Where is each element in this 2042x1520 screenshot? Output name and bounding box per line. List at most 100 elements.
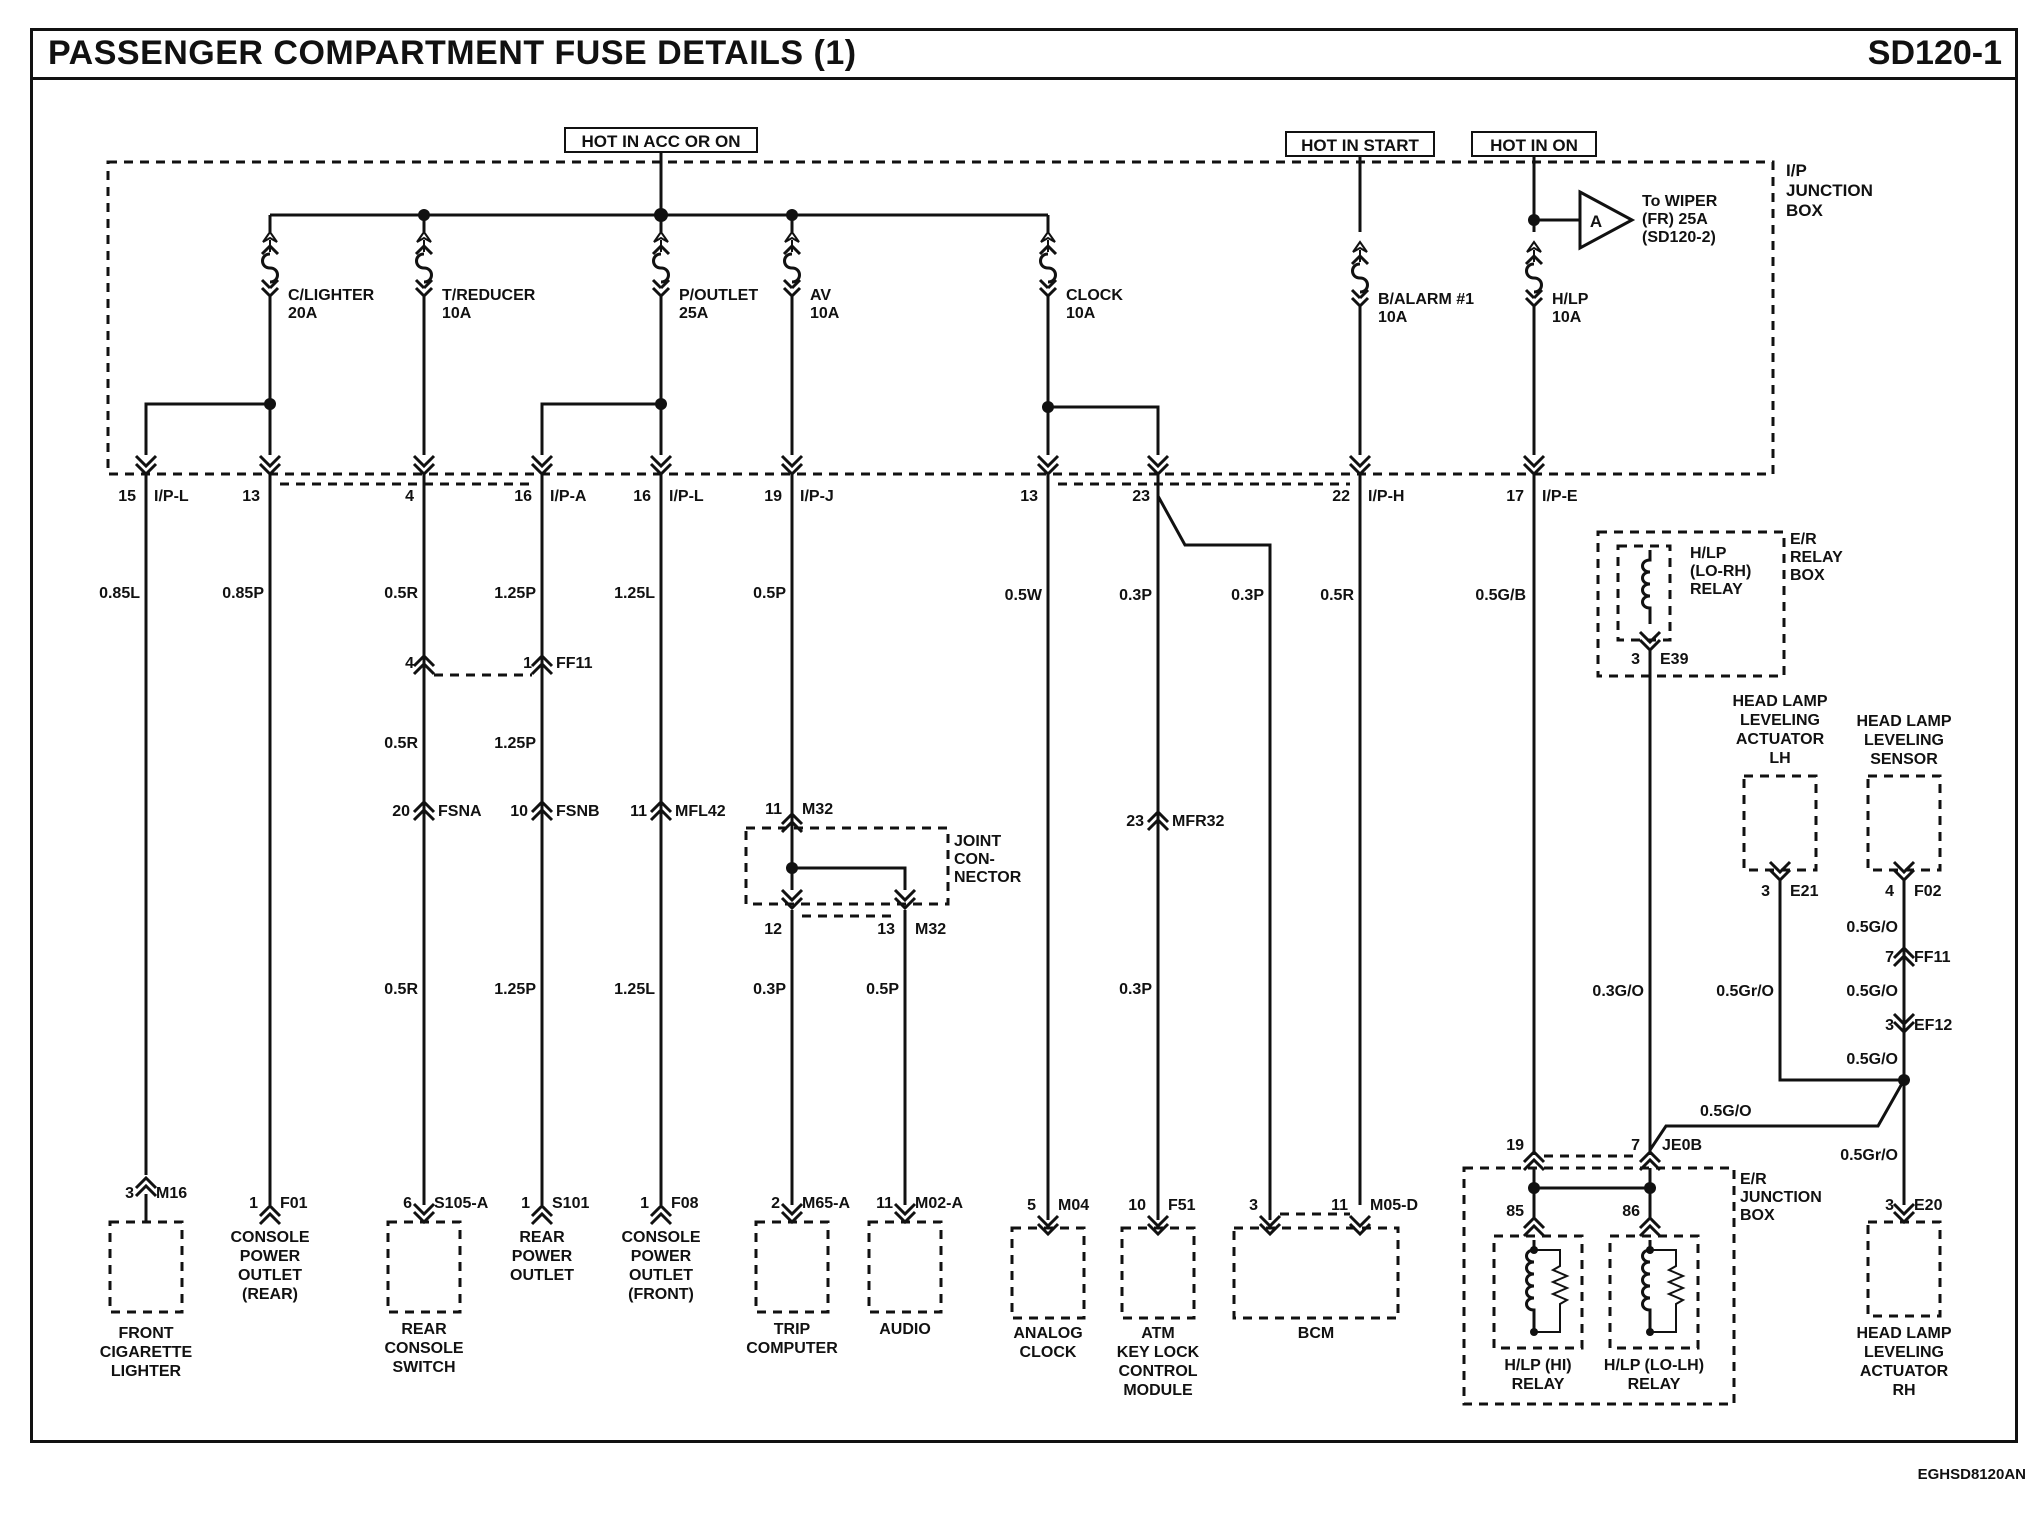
jb-pin-8: 23 [1132, 488, 1150, 505]
fuse-treducer-name: T/REDUCER [442, 287, 536, 304]
ff11-pin-right: 1 [523, 655, 532, 672]
f08-name-3: OUTLET [629, 1267, 693, 1284]
wire-label-je0b: 0.5G/O [1700, 1103, 1752, 1120]
fuse-av [782, 230, 802, 298]
f01-name-1: CONSOLE [230, 1229, 309, 1246]
ff11-conn: FF11 [556, 655, 593, 672]
ip-jb-label-2: JUNCTION [1786, 181, 1873, 200]
m65-name-1: TRIP [774, 1321, 811, 1338]
wiper-ref-letter: A [1590, 212, 1602, 231]
page-code: SD120-1 [1867, 34, 2002, 72]
wire-label-w5a: 1.25L [614, 585, 655, 602]
e20-name-3: ACTUATOR [1860, 1363, 1949, 1380]
m05-pin-a: 3 [1249, 1197, 1258, 1214]
f51-conn: F51 [1168, 1197, 1196, 1214]
footer-code: EGHSD8120AN [1917, 1466, 2026, 1483]
fuse-poutlet [651, 230, 671, 298]
m04-pin: 5 [1027, 1197, 1036, 1214]
wire-label-w8c: 0.3P [1119, 981, 1152, 998]
fuse-clighter-rating: 20A [288, 305, 318, 322]
diagram-frame [30, 28, 2018, 1443]
je0b-pin-7: 7 [1631, 1137, 1640, 1154]
ff11-pin-left: 4 [405, 655, 414, 672]
m02-conn: M02-A [915, 1195, 963, 1212]
m02-pin: 11 [876, 1195, 893, 1212]
m32-pin-13: 13 [877, 921, 895, 938]
s105-conn: S105-A [434, 1195, 489, 1212]
wire-label-w4b: 1.25P [494, 735, 536, 752]
er-junction-box [1462, 1166, 1736, 1406]
e21-pin: 3 [1761, 883, 1770, 900]
mfr32-conn: MFR32 [1172, 813, 1225, 830]
page-title: PASSENGER COMPARTMENT FUSE DETAILS (1) [48, 34, 857, 72]
s105-pin: 6 [403, 1195, 412, 1212]
joint-label-3: NECTOR [954, 869, 1022, 886]
f08-name-4: (FRONT) [628, 1286, 694, 1303]
jb-conn-10: I/P-E [1542, 488, 1578, 505]
wire-label-w7: 0.5W [1005, 587, 1043, 604]
wire-label-w9: 0.5R [1320, 587, 1354, 604]
e39-conn: E39 [1660, 651, 1689, 668]
e21-name-4: LH [1769, 750, 1790, 767]
jb-pin-2: 13 [242, 488, 260, 505]
wire-label-w10: 0.5G/B [1475, 587, 1526, 604]
f08-conn: F08 [671, 1195, 699, 1212]
load-audio-box [867, 1220, 943, 1314]
jb-pin-7: 13 [1020, 488, 1038, 505]
m32-conn-b: M32 [915, 921, 946, 938]
e39-pin: 3 [1631, 651, 1640, 668]
e20-name-1: HEAD LAMP [1856, 1325, 1951, 1342]
wire-label-e20: 0.5Gr/O [1840, 1147, 1898, 1164]
e20-name-2: LEVELING [1864, 1344, 1944, 1361]
f51-name-2: KEY LOCK [1117, 1344, 1200, 1361]
m04-name-1: ANALOG [1013, 1325, 1082, 1342]
load-atm-box [1120, 1226, 1196, 1320]
fsnb-conn: FSNB [556, 803, 600, 820]
e21-name-2: LEVELING [1740, 712, 1820, 729]
m16-pin: 3 [125, 1185, 134, 1202]
fuse-poutlet-rating: 25A [679, 305, 709, 322]
relay-lo-name-2: RELAY [1628, 1376, 1681, 1393]
fuse-av-name: AV [810, 287, 831, 304]
f01-name-2: POWER [240, 1248, 301, 1265]
jb-pin-6: 19 [764, 488, 782, 505]
wiper-ref-3: (SD120-2) [1642, 229, 1716, 246]
f51-name-4: MODULE [1123, 1382, 1193, 1399]
wire-label-w3b: 0.5R [384, 735, 418, 752]
er-jb-label-3: BOX [1740, 1207, 1775, 1224]
load-hl-sensor-box [1866, 774, 1942, 872]
jb-conn-4: I/P-A [550, 488, 587, 505]
jb-pin-5: 16 [633, 488, 651, 505]
f01-conn: F01 [280, 1195, 308, 1212]
wire-bcm [1156, 495, 1272, 1220]
ff11b-pin: 7 [1885, 949, 1894, 966]
wire-label-w3a: 0.5R [384, 585, 418, 602]
f01-pin: 1 [249, 1195, 258, 1212]
m32-pin: 11 [765, 801, 782, 818]
wire-label-w6c: 0.5P [866, 981, 899, 998]
m16-name-3: LIGHTER [111, 1363, 182, 1380]
m02-name-1: AUDIO [879, 1321, 931, 1338]
relay-hi-name-1: H/LP (HI) [1504, 1357, 1571, 1374]
fuse-balarm [1350, 240, 1370, 308]
jb-conn-5: I/P-L [669, 488, 704, 505]
er-relay-box [1596, 530, 1786, 678]
fuse-balarm-name: B/ALARM #1 [1378, 291, 1474, 308]
header-bar [30, 28, 2018, 80]
fuse-poutlet-name: P/OUTLET [679, 287, 758, 304]
s105-name-1: REAR [401, 1321, 447, 1338]
joint-label-1: JOINT [954, 833, 1001, 850]
fuse-balarm-rating: 10A [1378, 309, 1408, 326]
hot-acc-on-label: HOT IN ACC OR ON [582, 132, 741, 151]
load-front-lighter-box [108, 1220, 184, 1314]
f01-name-3: OUTLET [238, 1267, 302, 1284]
fuse-clock-name: CLOCK [1066, 287, 1123, 304]
e21-name-3: ACTUATOR [1736, 731, 1825, 748]
er-relay-box-2: RELAY [1790, 549, 1843, 566]
e20-conn: E20 [1914, 1197, 1943, 1214]
fuse-hlp [1524, 240, 1544, 308]
e20-name-4: RH [1892, 1382, 1915, 1399]
wire-label-w8: 0.3P [1119, 587, 1152, 604]
m32-pin-12: 12 [764, 921, 782, 938]
f08-pin: 1 [640, 1195, 649, 1212]
